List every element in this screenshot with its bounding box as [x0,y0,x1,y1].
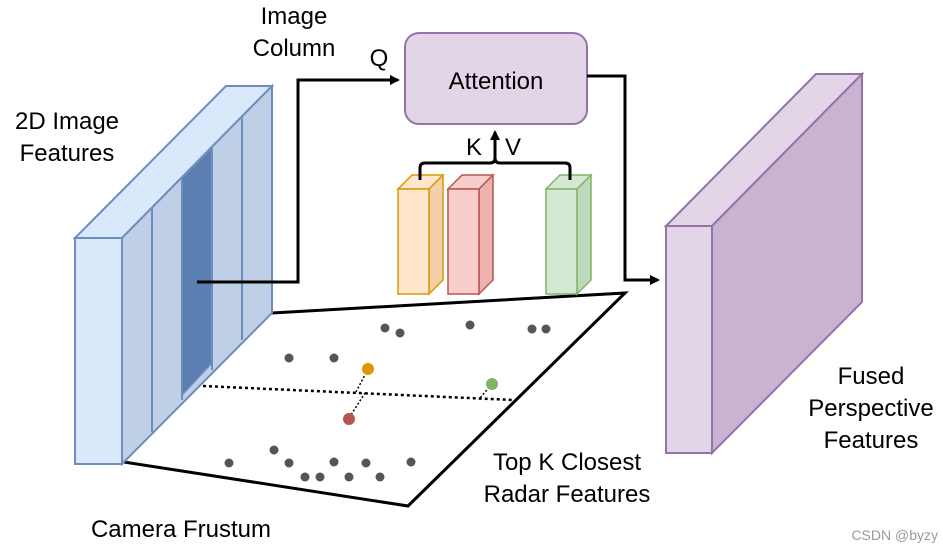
radar-point [329,457,339,467]
radar-point-red [343,413,355,425]
radar-point [395,328,405,338]
key-label: K [466,134,482,161]
image-features-label-line2: Features [20,140,115,167]
radar-point [315,472,325,482]
radar-point [344,472,354,482]
radar-point [465,320,475,330]
image-column-label-line2: Column [253,35,336,62]
fused-label-line1: Fused [838,363,905,390]
radar-point [269,445,279,455]
value-label: V [505,134,521,161]
watermark: CSDN @byzy [851,527,938,543]
fused-features-block [663,71,865,456]
fused-block-front [665,225,713,454]
radar-point [380,323,390,333]
radar-point [406,457,416,467]
frustum-outline [123,291,629,508]
radar-points [224,320,551,482]
radar-point [284,458,294,468]
query-arrow [197,75,400,284]
image-features-label-line1: 2D Image [15,108,119,135]
green-point-link [479,383,493,399]
attention-box [404,32,588,125]
radar-point [375,472,385,482]
image-column-ray [202,384,514,402]
radar-point [284,353,294,363]
frustum-label: Camera Frustum [91,516,271,543]
image-column-highlight [181,146,213,397]
attention-label: Attention [449,68,544,95]
radar-feature-orange [396,173,445,296]
camera-frustum [123,291,629,508]
radar-point [361,458,371,468]
radar-point [329,353,339,363]
query-label: Q [370,45,389,72]
radar-feature-green [544,173,593,296]
topk-label-line2: Radar Features [484,481,651,508]
topk-label-line1: Top K Closest [493,449,641,476]
radar-point-orange [362,363,374,375]
radar-point-green [486,378,498,390]
image-column-label-line1: Image [261,3,328,30]
fused-label-line2: Perspective [808,395,933,422]
fused-arrow [587,74,660,285]
radar-point [300,472,310,482]
radar-point [541,324,551,334]
radar-feature-red [446,173,495,296]
radar-point [527,324,537,334]
radar-point [224,458,234,468]
fused-label-line3: Features [824,427,919,454]
image-block-front [74,237,123,465]
image-features-block [72,83,275,467]
